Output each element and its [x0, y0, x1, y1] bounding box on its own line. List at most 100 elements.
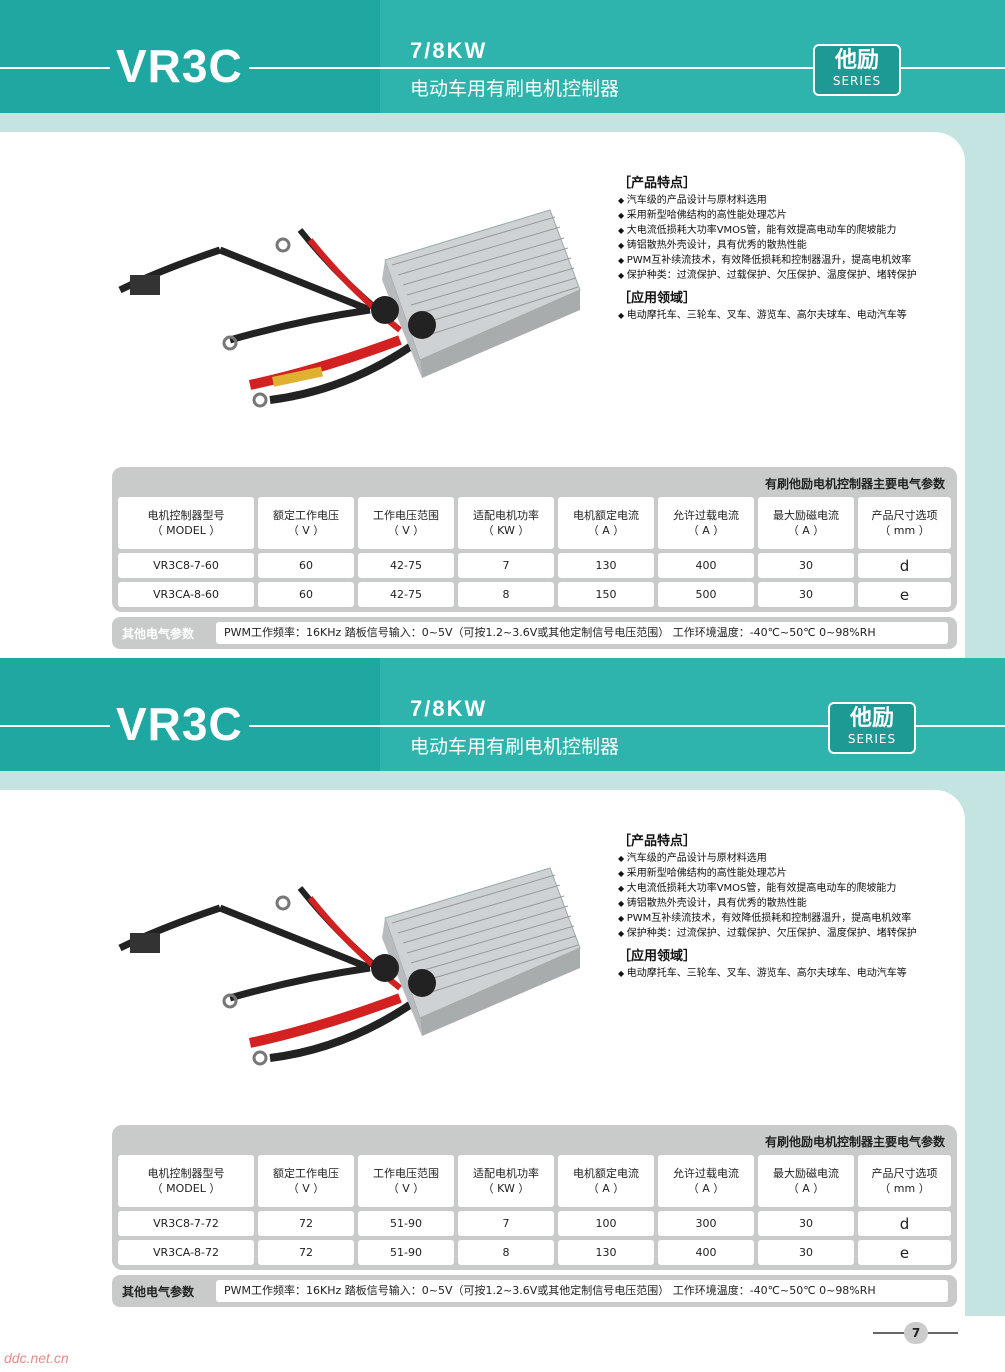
table-cell: 30 [758, 1240, 854, 1265]
feature-item: 汽车级的产品设计与原材料选用 [618, 193, 968, 208]
feature-item: 铸铝散热外壳设计，具有优秀的散热性能 [618, 896, 968, 911]
specs-table: 有刷他励电机控制器主要电气参数 电机控制器型号（ MODEL ） 额定工作电压（… [112, 1125, 957, 1270]
table-cell: d [858, 1211, 951, 1236]
features-block: ［产品特点］ 汽车级的产品设计与原材料选用 采用新型哈佛结构的高性能处理芯片 大… [618, 176, 968, 323]
controller-product-photo [118, 867, 581, 1066]
table-cell: 8 [458, 1240, 554, 1265]
application-title: ［应用领域］ [618, 291, 697, 306]
column-header: 额定工作电压（ V ） [258, 497, 354, 549]
table-cell: 400 [658, 553, 754, 578]
table-cell: 30 [758, 553, 854, 578]
series-badge-en: SERIES [832, 74, 882, 88]
column-header: 电机额定电流（ A ） [558, 1155, 654, 1207]
other-params-bar: 其他电气参数 PWM工作频率：16KHz 踏板信号输入：0~5V（可按1.2~3… [112, 617, 957, 649]
page-number: 7 [904, 1322, 928, 1344]
table-cell: VR3C8-7-72 [118, 1211, 254, 1236]
column-header: 产品尺寸选项（ mm ） [858, 1155, 951, 1207]
table-cell: e [858, 1240, 951, 1265]
table-cell: VR3CA-8-72 [118, 1240, 254, 1265]
column-header: 电机额定电流（ A ） [558, 497, 654, 549]
series-badge-cn: 他励 [834, 48, 879, 73]
column-header: 最大励磁电流（ A ） [758, 497, 854, 549]
brand-title: VR3C [110, 36, 249, 96]
table-row: VR3CA-8-72 72 51-90 8 130 400 30 e [118, 1240, 951, 1265]
power-rating: 7/8KW [410, 38, 488, 63]
feature-item: PWM互补续流技术，有效降低损耗和控制器温升，提高电机效率 [618, 253, 968, 268]
table-cell: 130 [558, 1240, 654, 1265]
application-item: 电动摩托车、三轮车、叉车、游览车、高尔夫球车、电动汽车等 [618, 966, 968, 981]
column-header: 电机控制器型号（ MODEL ） [118, 1155, 254, 1207]
header-divider-line [0, 725, 1005, 727]
table-cell: 100 [558, 1211, 654, 1236]
table-cell: 7 [458, 1211, 554, 1236]
feature-item: 铸铝散热外壳设计，具有优秀的散热性能 [618, 238, 968, 253]
features-block: ［产品特点］ 汽车级的产品设计与原材料选用 采用新型哈佛结构的高性能处理芯片 大… [618, 834, 968, 981]
column-header: 适配电机功率（ KW ） [458, 1155, 554, 1207]
table-cell: 42-75 [358, 582, 454, 607]
header-divider-line [0, 67, 1005, 69]
table-cell: 400 [658, 1240, 754, 1265]
column-header: 最大励磁电流（ A ） [758, 1155, 854, 1207]
feature-item: 采用新型哈佛结构的高性能处理芯片 [618, 866, 968, 881]
other-params-bar: 其他电气参数 PWM工作频率：16KHz 踏板信号输入：0~5V（可按1.2~3… [112, 1275, 957, 1307]
table-cell: 7 [458, 553, 554, 578]
table-cell: 60 [258, 582, 354, 607]
product-subtitle: 电动车用有刷电机控制器 [410, 736, 620, 758]
product-subtitle: 电动车用有刷电机控制器 [410, 78, 620, 100]
column-header: 产品尺寸选项（ mm ） [858, 497, 951, 549]
table-header-row: 电机控制器型号（ MODEL ） 额定工作电压（ V ） 工作电压范围（ V ）… [118, 497, 951, 549]
table-cell: 8 [458, 582, 554, 607]
table-cell: 72 [258, 1211, 354, 1236]
table-cell: 150 [558, 582, 654, 607]
features-title: ［产品特点］ [618, 834, 697, 849]
table-cell: 51-90 [358, 1240, 454, 1265]
table-cell: VR3CA-8-60 [118, 582, 254, 607]
table-cell: 51-90 [358, 1211, 454, 1236]
table-cell: 30 [758, 1211, 854, 1236]
table-cell: e [858, 582, 951, 607]
feature-item: 汽车级的产品设计与原材料选用 [618, 851, 968, 866]
product-section-2: VR3C 7/8KW 电动车用有刷电机控制器 他励 SERIES ［产品特点］ [0, 658, 1005, 1316]
features-title: ［产品特点］ [618, 176, 697, 191]
specs-table: 有刷他励电机控制器主要电气参数 电机控制器型号（ MODEL ） 额定工作电压（… [112, 467, 957, 612]
table-row: VR3C8-7-72 72 51-90 7 100 300 30 d [118, 1211, 951, 1236]
controller-product-photo [118, 209, 581, 408]
feature-item: PWM互补续流技术，有效降低损耗和控制器温升，提高电机效率 [618, 911, 968, 926]
application-item: 电动摩托车、三轮车、叉车、游览车、高尔夫球车、电动汽车等 [618, 308, 968, 323]
column-header: 允许过载电流（ A ） [658, 497, 754, 549]
table-cell: 42-75 [358, 553, 454, 578]
column-header: 工作电压范围（ V ） [358, 1155, 454, 1207]
feature-item: 保护种类：过流保护、过载保护、欠压保护、温度保护、堵转保护 [618, 926, 968, 941]
column-header: 适配电机功率（ KW ） [458, 497, 554, 549]
series-badge: 他励 SERIES [813, 44, 901, 96]
column-header: 允许过载电流（ A ） [658, 1155, 754, 1207]
table-cell: VR3C8-7-60 [118, 553, 254, 578]
feature-item: 采用新型哈佛结构的高性能处理芯片 [618, 208, 968, 223]
brand-title: VR3C [110, 694, 249, 754]
table-cell: 60 [258, 553, 354, 578]
other-params-label: 其他电气参数 [122, 1285, 195, 1299]
table-caption: 有刷他励电机控制器主要电气参数 [764, 477, 945, 491]
table-row: VR3C8-7-60 60 42-75 7 130 400 30 d [118, 553, 951, 578]
other-params-text: PWM工作频率：16KHz 踏板信号输入：0~5V（可按1.2~3.6V或其他定… [216, 1280, 948, 1302]
series-badge-cn: 他励 [849, 706, 894, 731]
series-badge: 他励 SERIES [828, 702, 916, 754]
table-row: VR3CA-8-60 60 42-75 8 150 500 30 e [118, 582, 951, 607]
table-cell: d [858, 553, 951, 578]
feature-item: 大电流低损耗大功率VMOS管，能有效提高电动车的爬坡能力 [618, 881, 968, 896]
other-params-label: 其他电气参数 [122, 627, 195, 641]
product-section-1: VR3C 7/8KW 电动车用有刷电机控制器 他励 SERIES ［产品特点 [0, 0, 1005, 658]
table-header-row: 电机控制器型号（ MODEL ） 额定工作电压（ V ） 工作电压范围（ V ）… [118, 1155, 951, 1207]
feature-item: 保护种类：过流保护、过载保护、欠压保护、温度保护、堵转保护 [618, 268, 968, 283]
table-cell: 500 [658, 582, 754, 607]
series-badge-en: SERIES [847, 732, 897, 746]
column-header: 电机控制器型号（ MODEL ） [118, 497, 254, 549]
table-cell: 300 [658, 1211, 754, 1236]
table-cell: 72 [258, 1240, 354, 1265]
application-title: ［应用领域］ [618, 949, 697, 964]
power-rating: 7/8KW [410, 696, 488, 721]
column-header: 工作电压范围（ V ） [358, 497, 454, 549]
table-cell: 130 [558, 553, 654, 578]
column-header: 额定工作电压（ V ） [258, 1155, 354, 1207]
table-caption: 有刷他励电机控制器主要电气参数 [764, 1135, 945, 1149]
